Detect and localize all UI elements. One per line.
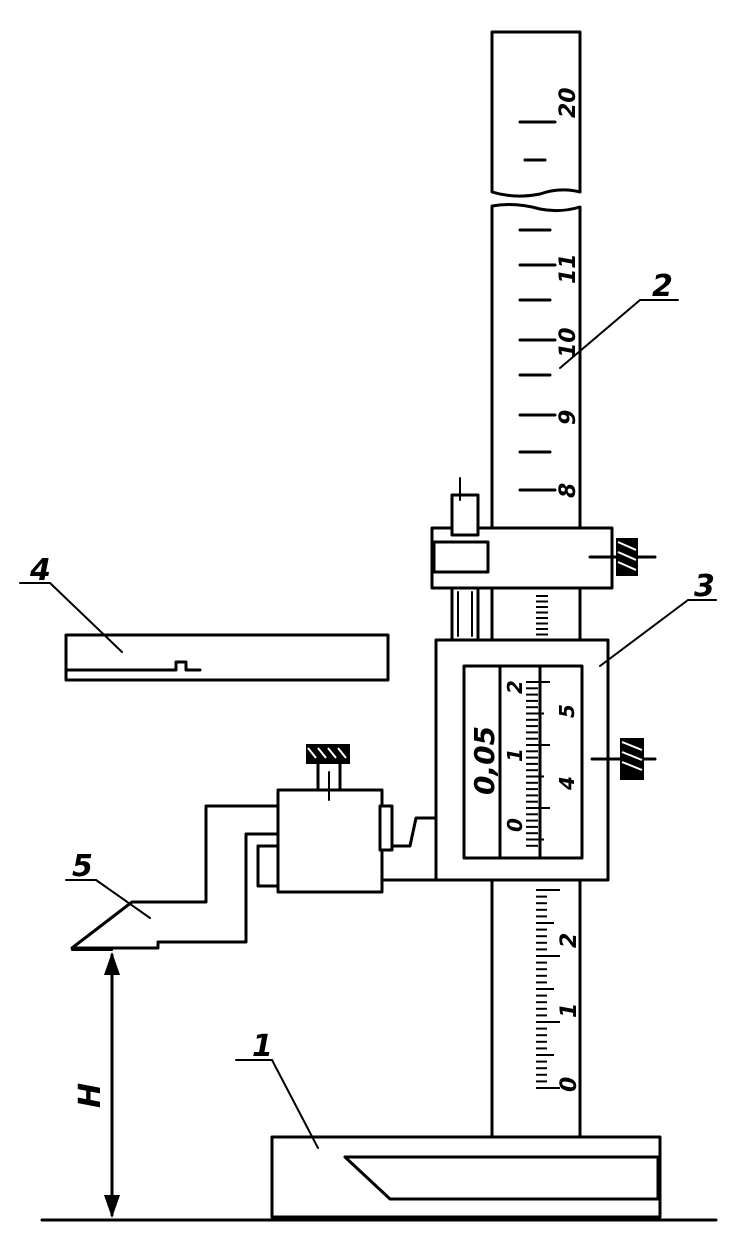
beam-label-20: 20 — [556, 87, 581, 118]
vernier-mark-1: 1 — [503, 748, 527, 762]
base — [270, 1135, 662, 1219]
beam-label-11: 11 — [556, 253, 581, 284]
vernier-mark-4: 4 — [555, 776, 579, 791]
callout-5: 5 — [72, 849, 93, 884]
vernier-mark-2: 2 — [503, 680, 527, 694]
adjustment-clamp — [430, 477, 657, 642]
beam-ticks-upper — [518, 120, 557, 492]
vernier-value: 0,05 — [468, 726, 501, 795]
height-dimension — [71, 949, 120, 1218]
height-label: H — [73, 1083, 108, 1108]
callout-leaders — [19, 299, 717, 1149]
beam-label-lower-0: 0 — [557, 1077, 582, 1092]
scriber-holder — [256, 744, 394, 894]
beam-label-lower-2: 2 — [557, 933, 582, 948]
frame-link — [386, 798, 438, 848]
callout-4: 4 — [29, 553, 51, 588]
beam-label-lower-1: 1 — [557, 1003, 582, 1018]
callout-1: 1 — [252, 1029, 273, 1064]
callout-3: 3 — [694, 569, 715, 604]
beam-ticks-lower — [536, 595, 560, 1089]
vernier-frame — [434, 638, 657, 882]
callout-2: 2 — [652, 269, 673, 304]
vernier-ticks — [526, 681, 550, 847]
beam-label-8: 8 — [556, 483, 581, 498]
vernier-mark-5: 5 — [555, 704, 579, 718]
scriber — [70, 804, 280, 950]
vernier-mark-0: 0 — [503, 818, 527, 832]
insert — [64, 633, 390, 682]
beam-label-9: 9 — [556, 410, 581, 425]
